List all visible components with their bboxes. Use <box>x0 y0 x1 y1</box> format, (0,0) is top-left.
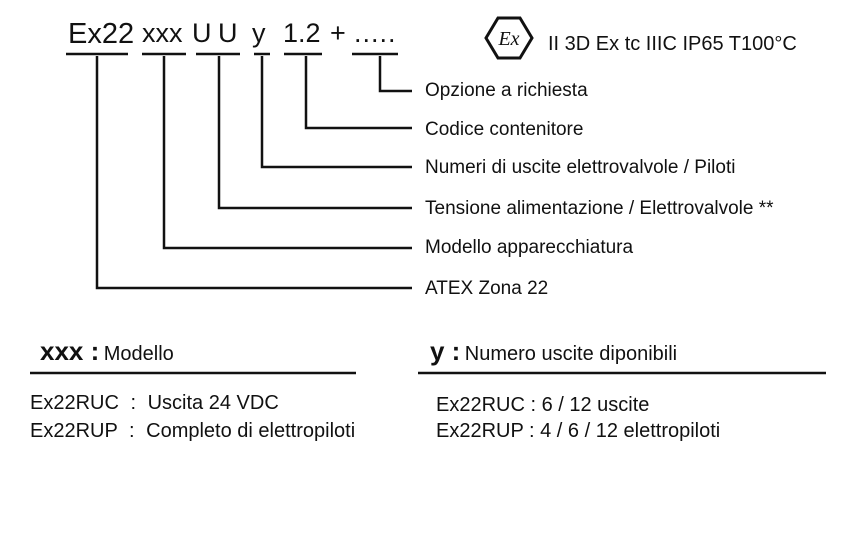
code-outputs-y: y <box>252 18 266 48</box>
leader-voltage <box>217 56 412 210</box>
atex-logo-text: Ex <box>497 28 519 50</box>
model-row-code: Ex22RUP <box>30 420 118 442</box>
code-voltage-u1: U <box>192 18 212 48</box>
leader-options <box>378 56 412 93</box>
outputs-row: Ex22RUP : 4 / 6 / 12 elettropiloti <box>436 420 721 442</box>
model-section-heading: xxx : Modello <box>40 336 174 367</box>
model-row-sep: : <box>129 420 135 442</box>
model-row-code: Ex22RUC <box>30 392 119 414</box>
outputs-row: Ex22RUC : 6 / 12 uscite <box>436 394 650 416</box>
model-row: Ex22RUP : Completo di elettropiloti <box>30 420 355 443</box>
model-section-key: xxx : <box>40 336 100 366</box>
atex-ex-logo-icon: Ex <box>484 16 534 60</box>
certification-marking: II 3D Ex tc IIIC IP65 T100°C <box>548 33 797 55</box>
code-model: xxx <box>142 18 183 48</box>
model-row-desc: Uscita 24 VDC <box>147 392 279 414</box>
code-plus: + <box>330 18 346 48</box>
outputs-section-heading: y : Numero uscite diponibili <box>430 336 677 367</box>
legend-voltage: Tensione alimentazione / Elettrovalvole … <box>425 198 774 219</box>
legend-atex-zone: ATEX Zona 22 <box>425 278 549 299</box>
legend-output-count: Numeri di uscite elettrovalvole / Piloti <box>425 157 736 178</box>
legend-container-code: Codice contenitore <box>425 119 584 140</box>
code-container: 1.2 <box>283 18 321 48</box>
leader-model <box>162 56 412 250</box>
leader-outputs <box>260 56 412 169</box>
code-options: ..... <box>354 18 397 48</box>
code-prefix: Ex22 <box>68 18 135 50</box>
leader-container <box>304 56 412 130</box>
model-row: Ex22RUC : Uscita 24 VDC <box>30 392 279 415</box>
outputs-section-key: y : <box>430 336 461 366</box>
legend-option: Opzione a richiesta <box>425 80 588 101</box>
model-section-label: Modello <box>103 343 174 365</box>
legend-model: Modello apparecchiatura <box>425 237 634 258</box>
model-row-desc: Completo di elettropiloti <box>146 420 356 442</box>
outputs-section-label: Numero uscite diponibili <box>464 343 678 365</box>
model-row-sep: : <box>130 392 137 414</box>
code-voltage-u2: U <box>218 18 238 48</box>
leader-atex <box>95 56 412 290</box>
